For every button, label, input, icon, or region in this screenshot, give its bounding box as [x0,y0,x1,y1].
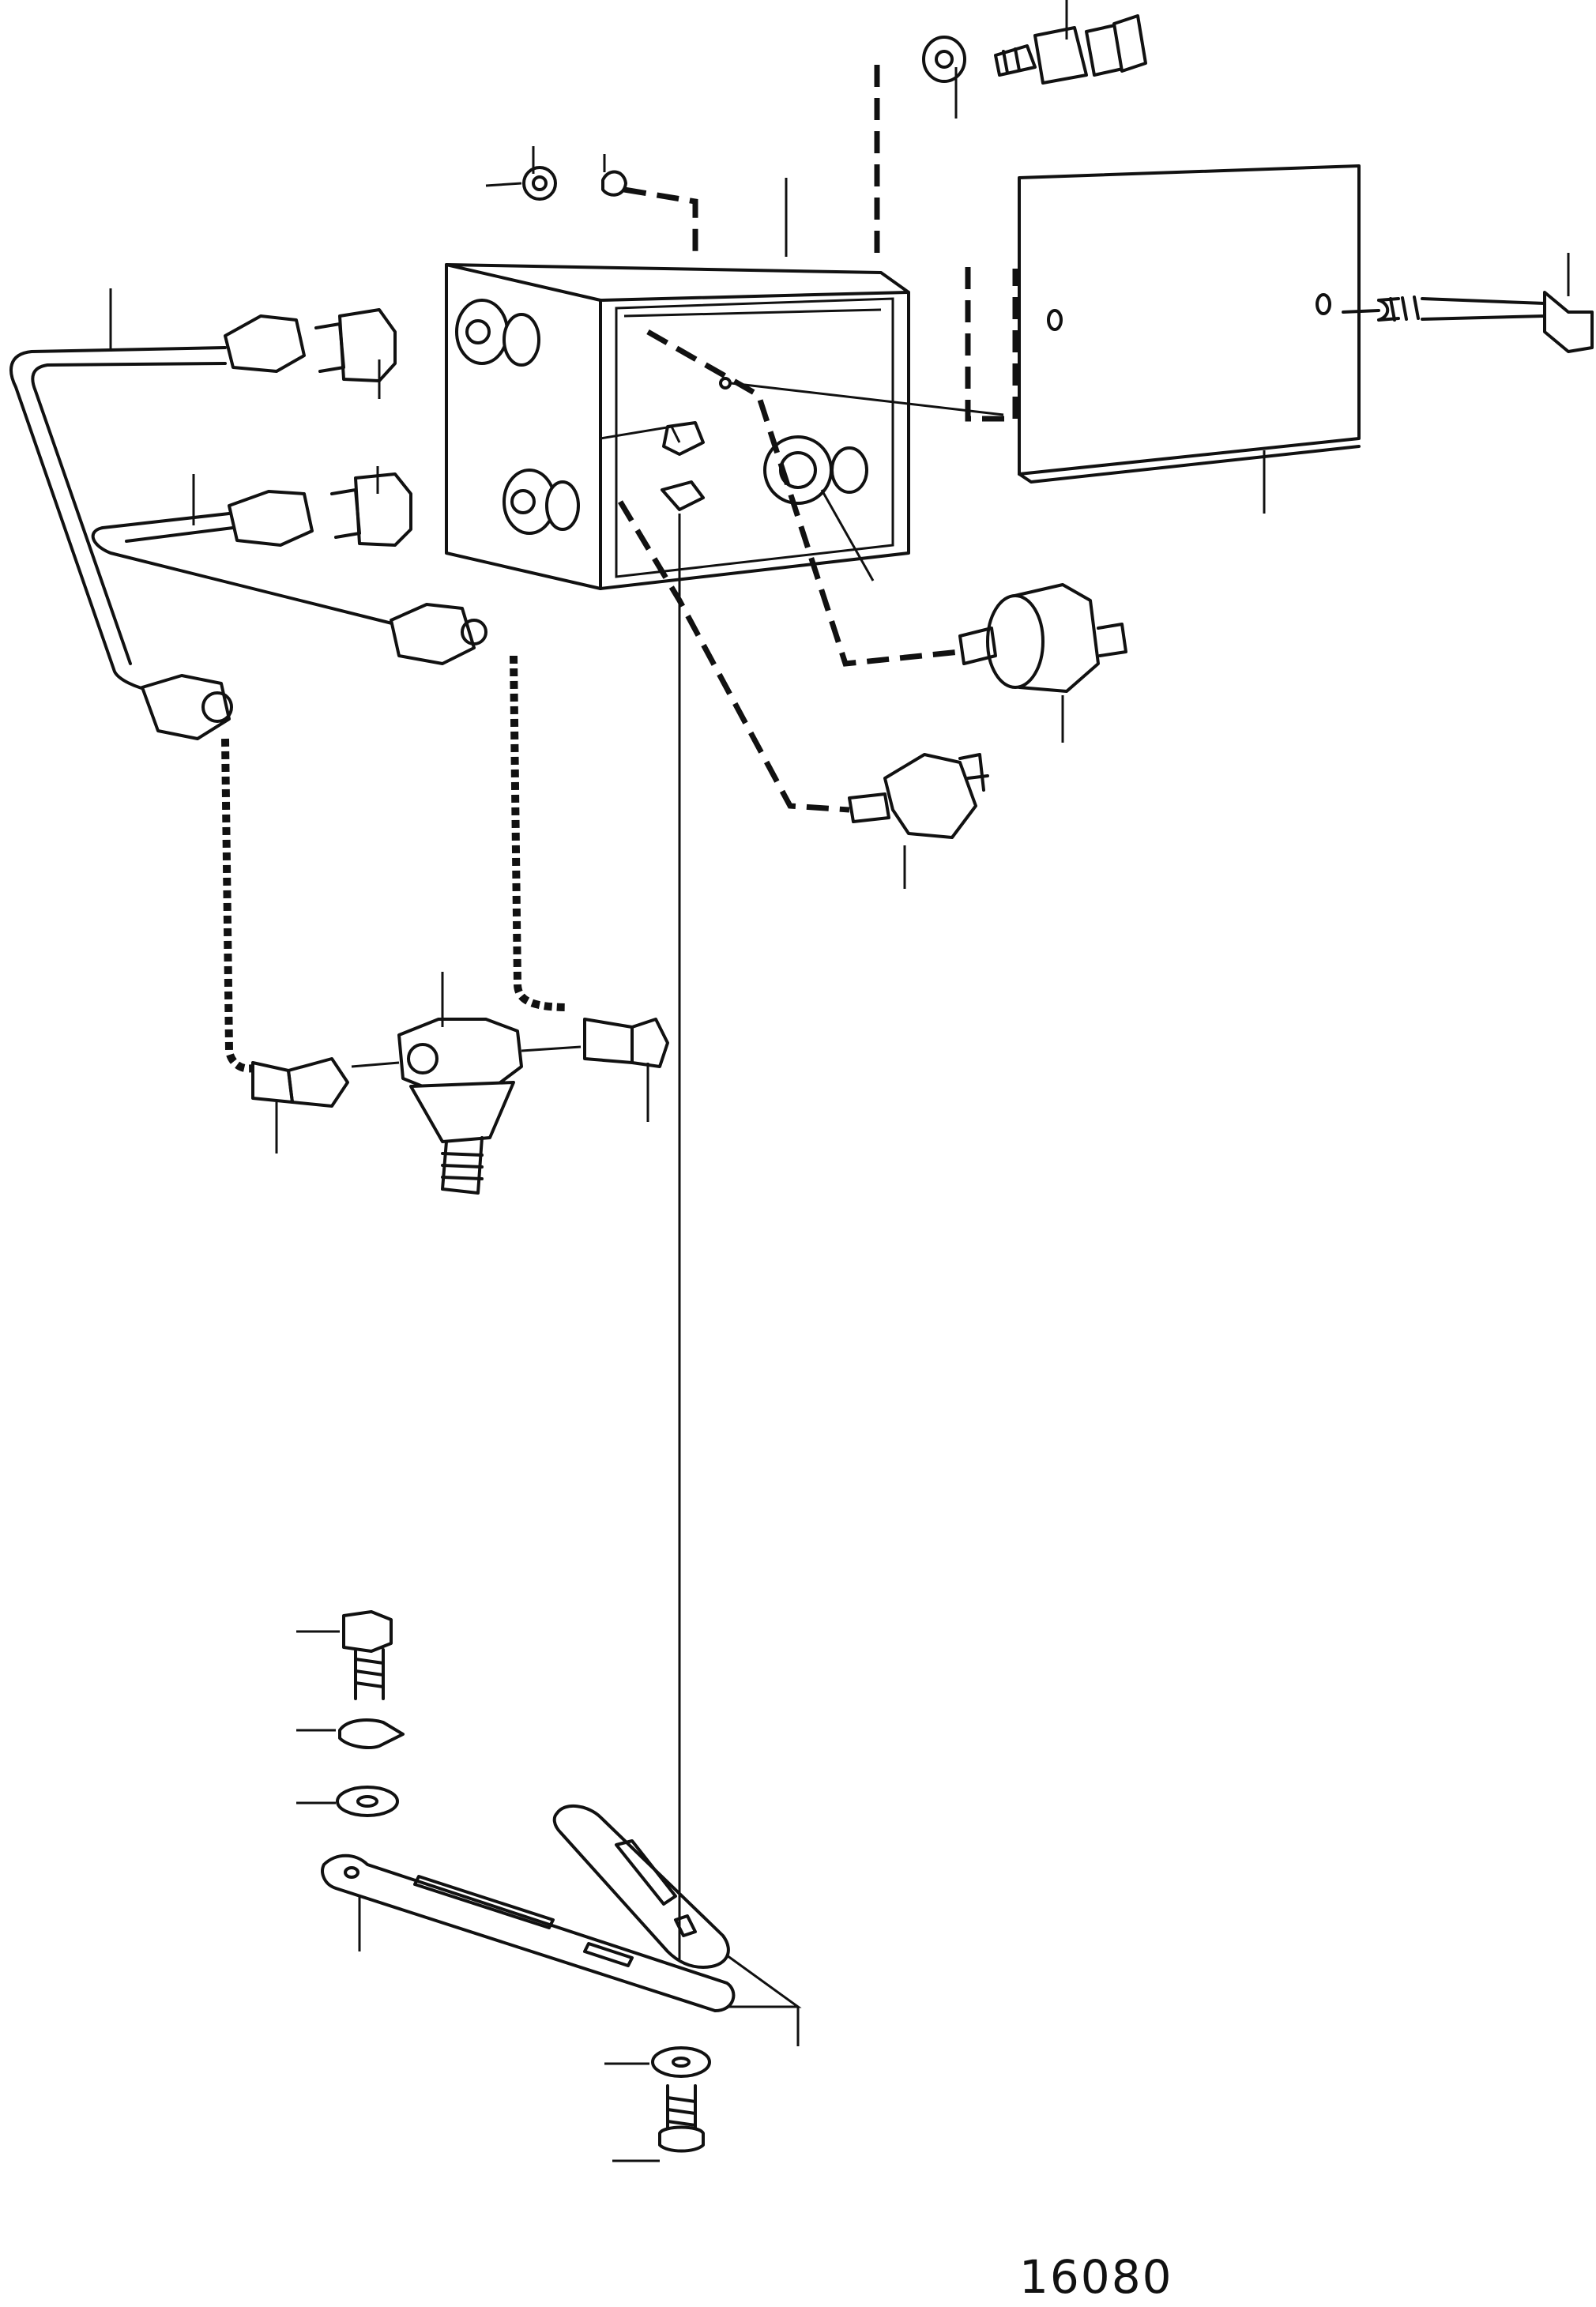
pipe-adapters [314,308,412,547]
cover-plate [1018,164,1361,484]
small-nut-and-washer [522,166,627,201]
top-fitting-assembly [922,14,1147,85]
mounting-bracket [321,1804,736,2012]
pipe-lines [9,346,397,693]
cover-bolt [1342,291,1594,353]
drawing-number: 16080 [1019,2250,1173,2304]
hoses [221,655,570,1073]
pressure-switch-small [848,753,989,839]
dashed-assembly-lines [600,65,1018,1959]
bracket-bolt-stack [336,1610,711,2153]
pipe-union-nuts [141,314,487,740]
t-fitting [251,1018,669,1195]
junction-box [445,263,910,590]
pressure-sender-large [958,583,1127,693]
item-reference-ticks [109,0,1570,2162]
